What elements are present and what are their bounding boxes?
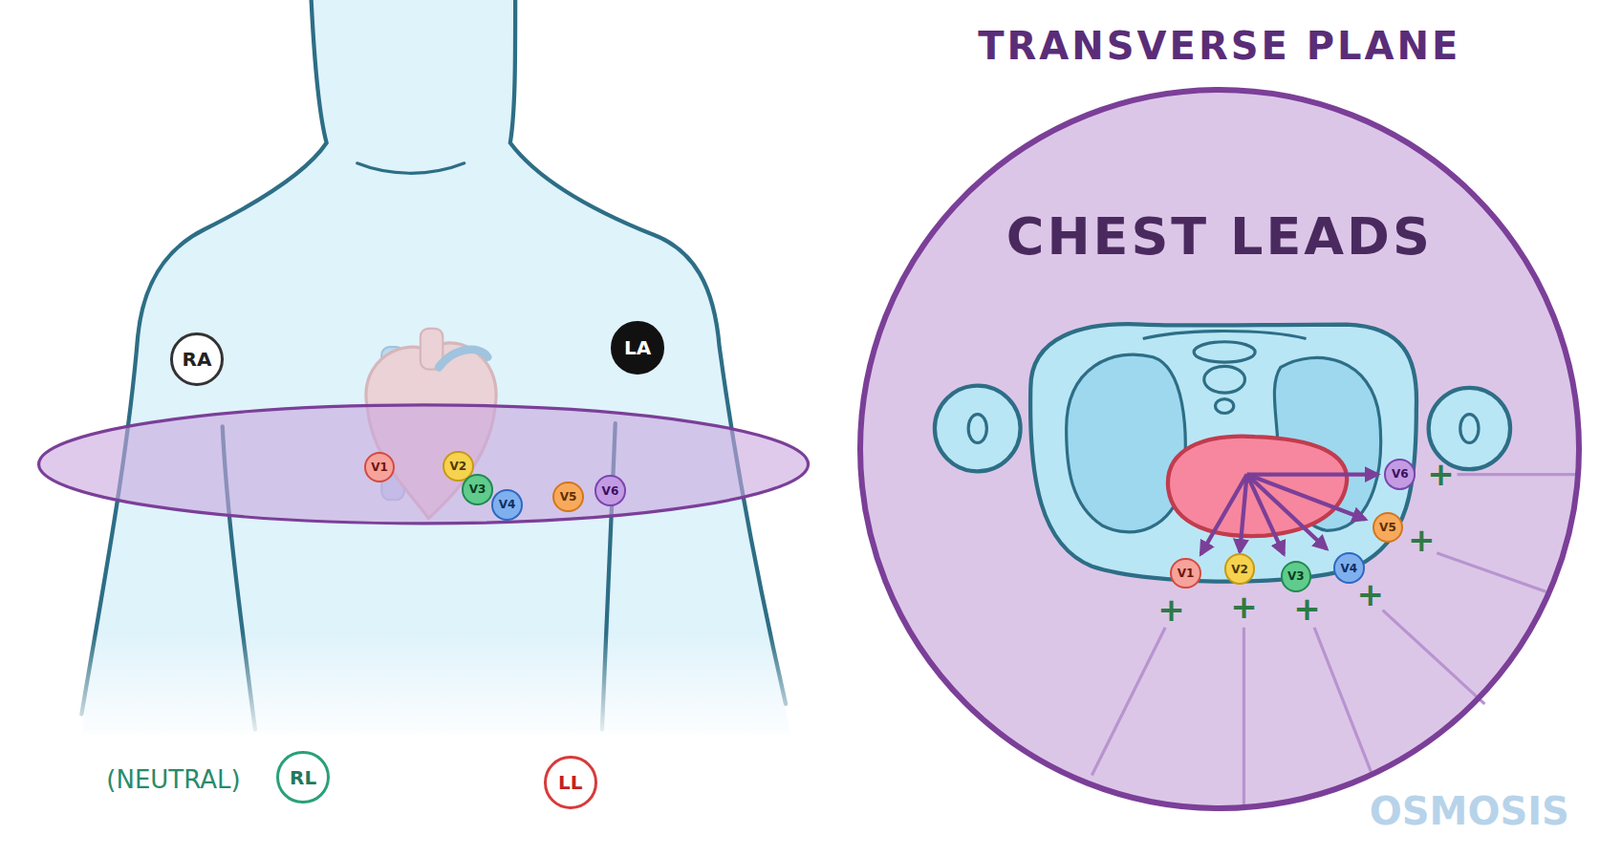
limb-electrode: RL [276, 751, 330, 805]
polarity-sign: + [1293, 591, 1321, 628]
chest-electrode: V3 [461, 474, 494, 506]
electrode-label: V3 [469, 483, 487, 496]
chest-electrode: V6 [594, 475, 627, 507]
watermark: OSMOSIS [1369, 790, 1570, 833]
electrode-label: V3 [1287, 570, 1305, 583]
chest-electrode: V5 [1372, 512, 1405, 544]
electrode-label: V1 [370, 461, 389, 474]
spine [1143, 331, 1307, 414]
electrode-label: V6 [602, 485, 620, 498]
chest-electrode: V4 [491, 489, 523, 521]
note-text: (NEUTRAL) [106, 766, 240, 795]
electrode-label: RA [182, 349, 213, 369]
electrode-label: V4 [1340, 562, 1359, 575]
heading-text: TRANSVERSE PLANE [977, 24, 1461, 67]
electrode-label: V2 [450, 460, 468, 473]
electrode-label: V6 [1391, 468, 1409, 480]
lung [1066, 354, 1187, 533]
chest-electrode: V3 [1280, 561, 1313, 593]
electrode-label: V1 [1177, 567, 1195, 580]
polarity-sign: + [1157, 592, 1186, 628]
electrode-label: V2 [1231, 563, 1249, 576]
fade [61, 632, 817, 745]
torso-outline [510, 0, 786, 705]
transverse-plane [39, 405, 809, 524]
electrode-label: V4 [498, 498, 517, 511]
polarity-sign: + [1407, 522, 1436, 559]
limb-electrode: RA [170, 332, 224, 387]
torso-outline [81, 0, 326, 715]
chest-electrode: V6 [1383, 458, 1416, 491]
limb-electrode: LL [543, 756, 598, 810]
chest-electrode: V5 [552, 481, 584, 514]
lead-vectors [1201, 475, 1379, 555]
electrode-label: LA [624, 338, 651, 358]
circle-fill [860, 89, 1579, 809]
limb-electrode: LA [610, 321, 665, 375]
torso-fill [81, 0, 791, 736]
electrode-label: V5 [1379, 521, 1397, 534]
neck-line [357, 163, 465, 173]
electrode-label: RL [289, 768, 317, 788]
electrode-label: LL [558, 773, 584, 793]
chest-electrode: V1 [1169, 558, 1202, 590]
polarity-sign: + [1427, 456, 1455, 493]
electrode-label: V5 [560, 491, 578, 503]
thorax-section [1030, 324, 1417, 582]
polarity-sign: + [1230, 589, 1258, 626]
title-text: CHEST LEADS [1006, 208, 1433, 265]
chest-electrode: V2 [1224, 553, 1256, 585]
transverse-section-circle: TRANSVERSE PLANECHEST LEADSV1V2V3V4V5V6 [857, 86, 1582, 812]
polarity-sign: + [1357, 577, 1385, 613]
